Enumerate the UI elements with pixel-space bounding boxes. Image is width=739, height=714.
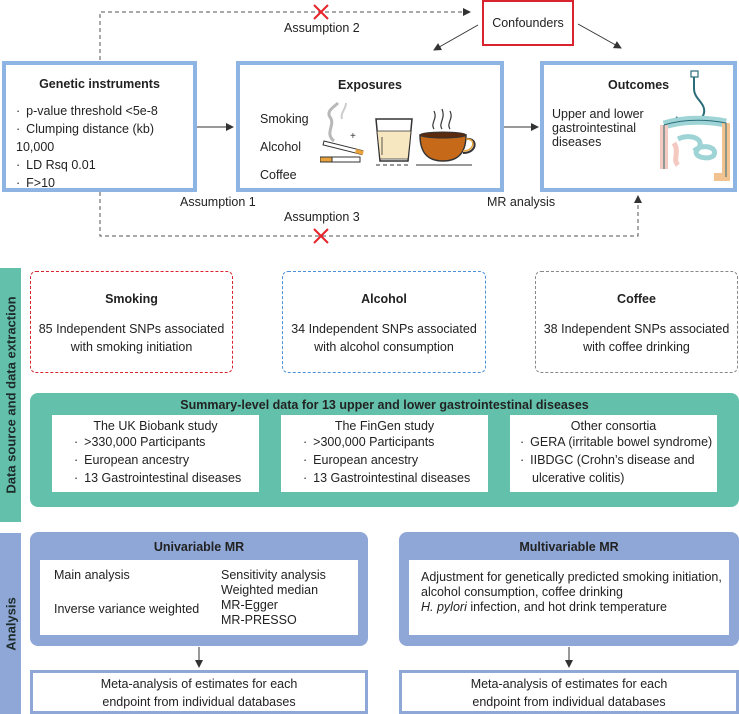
univariable-mr-content: Main analysis Inverse variance weighted … <box>40 560 358 635</box>
exposure-card-line: with alcohol consumption <box>314 340 454 354</box>
exposure-card-smoking: Smoking 85 Independent SNPs associated w… <box>30 271 233 373</box>
exposure-card-line: 38 Independent SNPs associated <box>543 322 730 336</box>
genetic-item: p-value threshold <5e-8 <box>16 102 193 120</box>
cross-icon-assumption-3 <box>313 228 329 244</box>
coffee-cup-icon <box>416 108 476 166</box>
mr-analysis-label: MR analysis <box>487 195 556 209</box>
genetic-item: Clumping distance (kb) 10,000 <box>16 120 193 156</box>
exposure-card-coffee: Coffee 38 Independent SNPs associated wi… <box>535 271 738 373</box>
study-item: ulcerative colitis) <box>532 471 625 485</box>
study-item: European ancestry <box>74 451 259 469</box>
h-pylori-italic: H. pylori <box>421 600 467 614</box>
study-item: 13 Gastrointestinal diseases <box>74 469 259 487</box>
univariable-mr-panel: Univariable MR Main analysis Inverse var… <box>30 532 368 646</box>
confounders-box: Confounders <box>482 0 574 46</box>
confounders-label: Confounders <box>492 16 564 30</box>
connector-lines <box>99 4 642 244</box>
study-item: European ancestry <box>303 451 488 469</box>
glass-of-alcohol-icon <box>375 118 413 166</box>
study-name: The FinGen study <box>334 419 435 433</box>
assumption-2-label: Assumption 2 <box>284 21 360 35</box>
assumption-2-path <box>99 8 471 60</box>
exposures-box: Exposures Smoking Alcohol Coffee + <box>236 61 504 192</box>
analysis-side-label: Analysis <box>0 533 21 714</box>
study-name: The UK Biobank study <box>93 419 218 433</box>
meta-line: Meta-analysis of estimates for each <box>470 677 668 691</box>
outcomes-box: Outcomes Upper and lower gastrointestina… <box>540 61 737 192</box>
study-item: IIBDGC (Crohn’s disease and <box>520 451 717 469</box>
arrow-confounders-to-exposures <box>433 24 479 51</box>
exposure-card-line: with coffee drinking <box>583 340 690 354</box>
genetic-instruments-box: Genetic instruments p-value threshold <5… <box>2 61 197 192</box>
outcomes-title: Outcomes <box>608 78 670 92</box>
summary-data-title: Summary-level data for 13 upper and lowe… <box>180 398 589 412</box>
outcomes-text-line: diseases <box>552 135 602 149</box>
genetic-instruments-title: Genetic instruments <box>39 77 160 91</box>
study-card-uk-biobank: The UK Biobank study >330,000 Participan… <box>52 415 259 492</box>
exposure-alcohol: Alcohol <box>260 140 301 154</box>
data-source-side-label: Data source and data extraction <box>0 268 21 522</box>
multivariable-text-line: H. pylori infection, and hot drink tempe… <box>421 600 667 614</box>
exposure-card-line: with smoking initiation <box>70 340 193 354</box>
sensitivity-method: Weighted median <box>221 583 319 597</box>
meta-line: endpoint from individual databases <box>472 695 666 709</box>
genetic-item: F>10 <box>16 174 193 192</box>
assumption-3-label: Assumption 3 <box>284 210 360 224</box>
meta-analysis-box-multivariable: Meta-analysis of estimates for each endp… <box>399 670 739 714</box>
summary-data-panel: Summary-level data for 13 upper and lowe… <box>30 393 739 507</box>
digestive-tract-icon <box>660 70 730 181</box>
exposures-illustration: + <box>320 101 476 166</box>
exposure-card-title: Alcohol <box>361 292 407 306</box>
exposure-card-title: Smoking <box>105 292 158 306</box>
arrow-confounders-to-outcomes <box>577 23 622 49</box>
genetic-item: LD Rsq 0.01 <box>16 156 193 174</box>
study-item: 13 Gastrointestinal diseases <box>303 469 488 487</box>
sensitivity-method: MR-PRESSO <box>221 613 297 627</box>
study-card-other-consortia: Other consortia GERA (irritable bowel sy… <box>510 415 717 492</box>
exposure-card-title: Coffee <box>617 292 656 306</box>
meta-line: Meta-analysis of estimates for each <box>100 677 298 691</box>
svg-text:+: + <box>350 131 356 142</box>
study-name: Other consortia <box>570 419 657 433</box>
assumption-3-path <box>99 192 642 237</box>
exposures-title: Exposures <box>338 78 402 92</box>
exposure-coffee: Coffee <box>260 168 297 182</box>
assumption-1-label: Assumption 1 <box>180 195 256 209</box>
sensitivity-method: MR-Egger <box>221 598 278 612</box>
study-item: >330,000 Participants <box>74 433 259 451</box>
exposure-card-line: 85 Independent SNPs associated <box>38 322 225 336</box>
multivariable-text-line: alcohol consumption, coffee drinking <box>421 585 623 599</box>
cross-icon-assumption-2 <box>313 4 329 20</box>
study-item: >300,000 Participants <box>303 433 488 451</box>
exposure-smoking: Smoking <box>260 112 309 126</box>
sensitivity-analysis-label: Sensitivity analysis <box>221 568 326 582</box>
outcomes-text-line: gastrointestinal <box>552 121 637 135</box>
main-analysis-label: Main analysis <box>54 568 130 582</box>
cigarette-icon: + <box>320 101 364 163</box>
meta-analysis-box-univariable: Meta-analysis of estimates for each endp… <box>30 670 368 714</box>
exposure-card-alcohol: Alcohol 34 Independent SNPs associated w… <box>282 271 486 373</box>
outcomes-text-line: Upper and lower <box>552 107 644 121</box>
study-item: GERA (irritable bowel syndrome) <box>520 433 717 451</box>
meta-line: endpoint from individual databases <box>102 695 296 709</box>
univariable-mr-title: Univariable MR <box>153 540 245 554</box>
multivariable-mr-content: Adjustment for genetically predicted smo… <box>409 560 729 635</box>
main-analysis-method: Inverse variance weighted <box>54 602 200 616</box>
multivariable-text-line: Adjustment for genetically predicted smo… <box>421 570 722 584</box>
multivariable-mr-title: Multivariable MR <box>519 540 619 554</box>
exposure-card-line: 34 Independent SNPs associated <box>291 322 477 336</box>
multivariable-mr-panel: Multivariable MR Adjustment for genetica… <box>399 532 739 646</box>
study-card-fingen: The FinGen study >300,000 Participants E… <box>281 415 488 492</box>
